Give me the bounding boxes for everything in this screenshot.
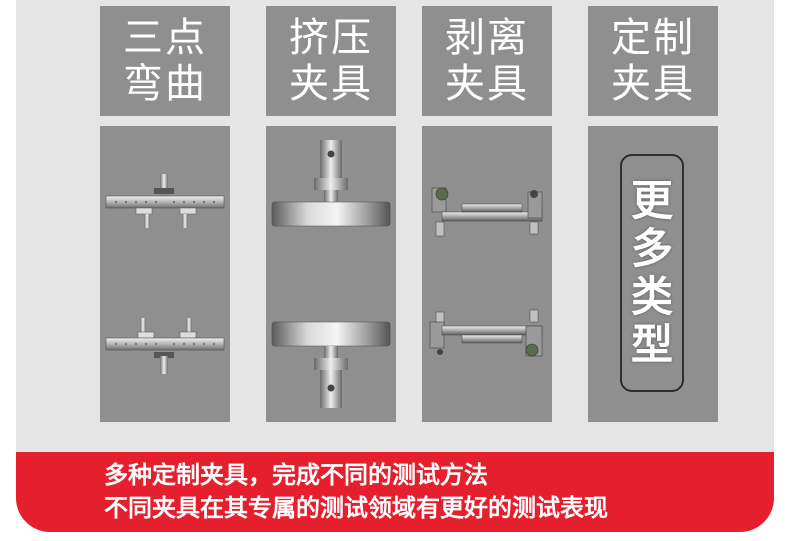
title-line2: 夹具 [445, 61, 529, 107]
peel-fixture-illustration [429, 187, 543, 357]
bending-fixture-illustration [105, 174, 225, 374]
title-custom-fixture: 定制 夹具 [588, 6, 718, 116]
title-line2: 夹具 [611, 61, 695, 107]
three-point-bending-image [100, 126, 230, 422]
title-line1: 三点 [123, 15, 207, 61]
title-compression-fixture: 挤压 夹具 [266, 6, 396, 116]
title-peel-fixture: 剥离 夹具 [422, 6, 552, 116]
title-line2: 弯曲 [123, 61, 207, 107]
more-types-char: 类 [630, 272, 673, 321]
more-types-char: 型 [630, 320, 673, 369]
banner-line-2: 不同夹具在其专属的测试领域有更好的测试表现 [104, 494, 608, 522]
banner-line-1: 多种定制夹具，完成不同的测试方法 [104, 461, 488, 489]
title-line1: 剥离 [445, 15, 529, 61]
compression-fixture-illustration [271, 140, 391, 408]
title-three-point-bending: 三点 弯曲 [100, 6, 230, 116]
title-line1: 挤压 [289, 15, 373, 61]
compression-fixture-image [266, 126, 396, 422]
description-banner: 多种定制夹具，完成不同的测试方法 不同夹具在其专属的测试领域有更好的测试表现 [16, 452, 774, 532]
title-line2: 夹具 [289, 61, 373, 107]
more-types-char: 多 [630, 224, 673, 273]
peel-fixture-image [422, 126, 552, 422]
title-line1: 定制 [611, 15, 695, 61]
more-types-char: 更 [630, 176, 673, 225]
more-types-frame: 更 多 类 型 [620, 154, 684, 392]
product-panel: 三点 弯曲 挤压 夹具 剥离 夹具 定制 夹具 [16, 0, 774, 532]
more-types-card: 更 多 类 型 [588, 126, 718, 422]
